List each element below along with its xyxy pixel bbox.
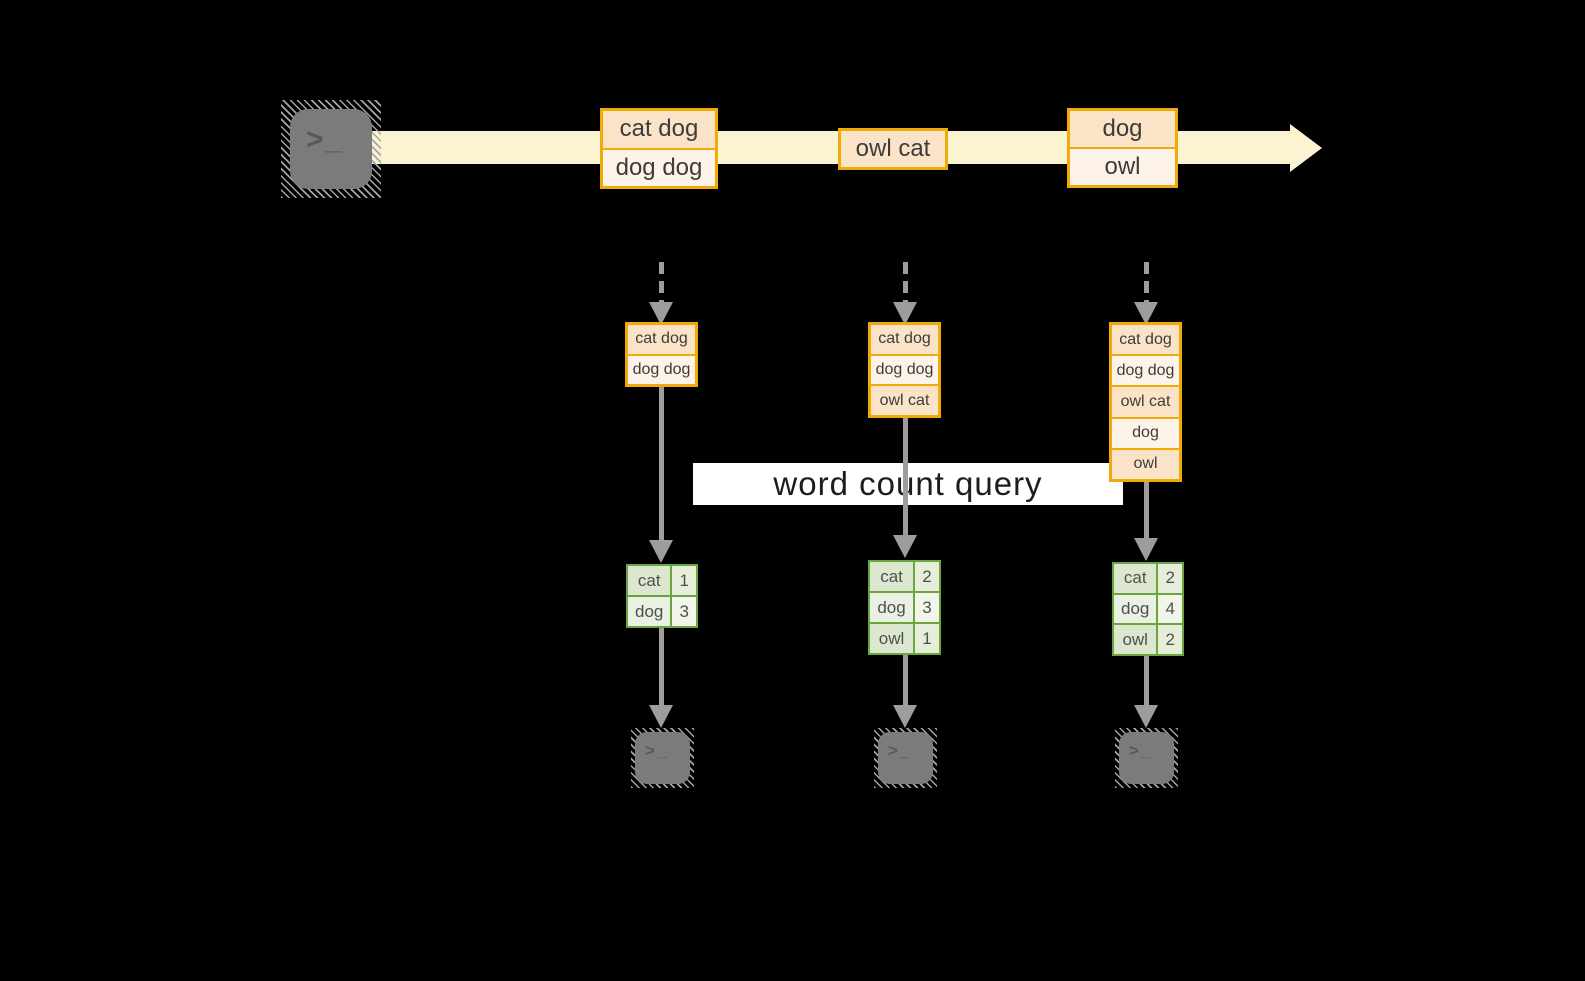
count-value-cell: 1 — [915, 624, 939, 653]
count-table-1: cat 1 dog 3 — [626, 564, 698, 628]
query-label-band: word count query — [693, 463, 1123, 505]
count-word-cell: owl — [870, 624, 914, 653]
terminal-prompt-icon: >_ — [645, 741, 669, 760]
dashed-arrow-head — [649, 302, 673, 325]
count-value-cell: 3 — [915, 593, 939, 622]
state-cell: cat dog — [628, 325, 695, 354]
query-arrow-line — [659, 387, 664, 540]
query-arrow-head — [1134, 538, 1158, 561]
terminal-screen: >_ — [290, 109, 372, 189]
count-value-cell: 1 — [672, 566, 696, 595]
count-word-cell: owl — [1114, 625, 1157, 654]
count-word-cell: dog — [1114, 594, 1157, 624]
count-table-2: cat 2 dog 3 owl 1 — [868, 560, 941, 655]
stream-batch-cell: cat dog — [603, 111, 715, 148]
stream-batch-3: dog owl — [1067, 108, 1178, 188]
terminal-screen: >_ — [878, 732, 933, 784]
stream-batch-cell: dog dog — [603, 149, 715, 186]
stream-batch-1: cat dog dog dog — [600, 108, 718, 189]
dashed-arrow-line — [659, 262, 664, 302]
stream-batch-cell: owl cat — [841, 131, 945, 167]
dashed-arrow-head — [893, 302, 917, 325]
dashed-arrow-line — [1144, 262, 1149, 302]
query-arrow-head — [893, 535, 917, 558]
state-cell: cat dog — [1112, 325, 1179, 355]
stream-batch-2: owl cat — [838, 128, 948, 170]
state-cell: owl cat — [871, 386, 938, 416]
output-terminal-icon-2: >_ — [874, 728, 937, 788]
count-value-cell: 3 — [672, 597, 696, 626]
terminal-screen: >_ — [1119, 732, 1174, 784]
terminal-prompt-icon: >_ — [1129, 741, 1153, 760]
count-word-cell: cat — [628, 566, 671, 595]
count-value-cell: 2 — [1158, 564, 1182, 593]
state-cell: owl cat — [1112, 387, 1179, 417]
output-arrow-head — [649, 705, 673, 728]
count-value-cell: 2 — [1158, 625, 1182, 654]
state-box-1: cat dog dog dog — [625, 322, 698, 387]
state-cell: owl — [1112, 449, 1179, 480]
output-arrow-line — [659, 628, 664, 705]
stream-batch-cell: dog — [1070, 111, 1175, 147]
output-arrow-line — [1144, 656, 1149, 705]
count-word-cell: dog — [870, 593, 914, 622]
count-value-cell: 2 — [915, 562, 939, 591]
terminal-screen: >_ — [635, 732, 690, 784]
count-value-cell: 4 — [1158, 594, 1182, 624]
terminal-prompt-icon: >_ — [306, 123, 345, 156]
state-cell: cat dog — [871, 325, 938, 354]
state-cell: dog — [1112, 418, 1179, 448]
query-arrow-line — [903, 418, 908, 535]
count-table-3: cat 2 dog 4 owl 2 — [1112, 562, 1184, 656]
stream-batch-cell: owl — [1070, 149, 1175, 185]
output-arrow-head — [1134, 705, 1158, 728]
terminal-prompt-icon: >_ — [888, 741, 912, 760]
query-arrow-line — [1144, 482, 1149, 538]
state-box-2: cat dog dog dog owl cat — [868, 322, 941, 418]
count-word-cell: cat — [870, 562, 914, 591]
dashed-arrow-line — [903, 262, 908, 302]
dashed-arrow-head — [1134, 302, 1158, 325]
output-terminal-icon-3: >_ — [1115, 728, 1178, 788]
state-box-3: cat dog dog dog owl cat dog owl — [1109, 322, 1182, 482]
stream-arrowhead-icon — [1290, 124, 1322, 172]
source-terminal-icon: >_ — [281, 100, 381, 198]
query-arrow-head — [649, 540, 673, 563]
state-cell: dog dog — [1112, 356, 1179, 386]
state-cell: dog dog — [871, 355, 938, 385]
state-cell: dog dog — [628, 355, 695, 384]
output-arrow-line — [903, 650, 908, 705]
count-word-cell: dog — [628, 597, 671, 626]
output-terminal-icon-1: >_ — [631, 728, 694, 788]
count-word-cell: cat — [1114, 564, 1157, 593]
output-arrow-head — [893, 705, 917, 728]
